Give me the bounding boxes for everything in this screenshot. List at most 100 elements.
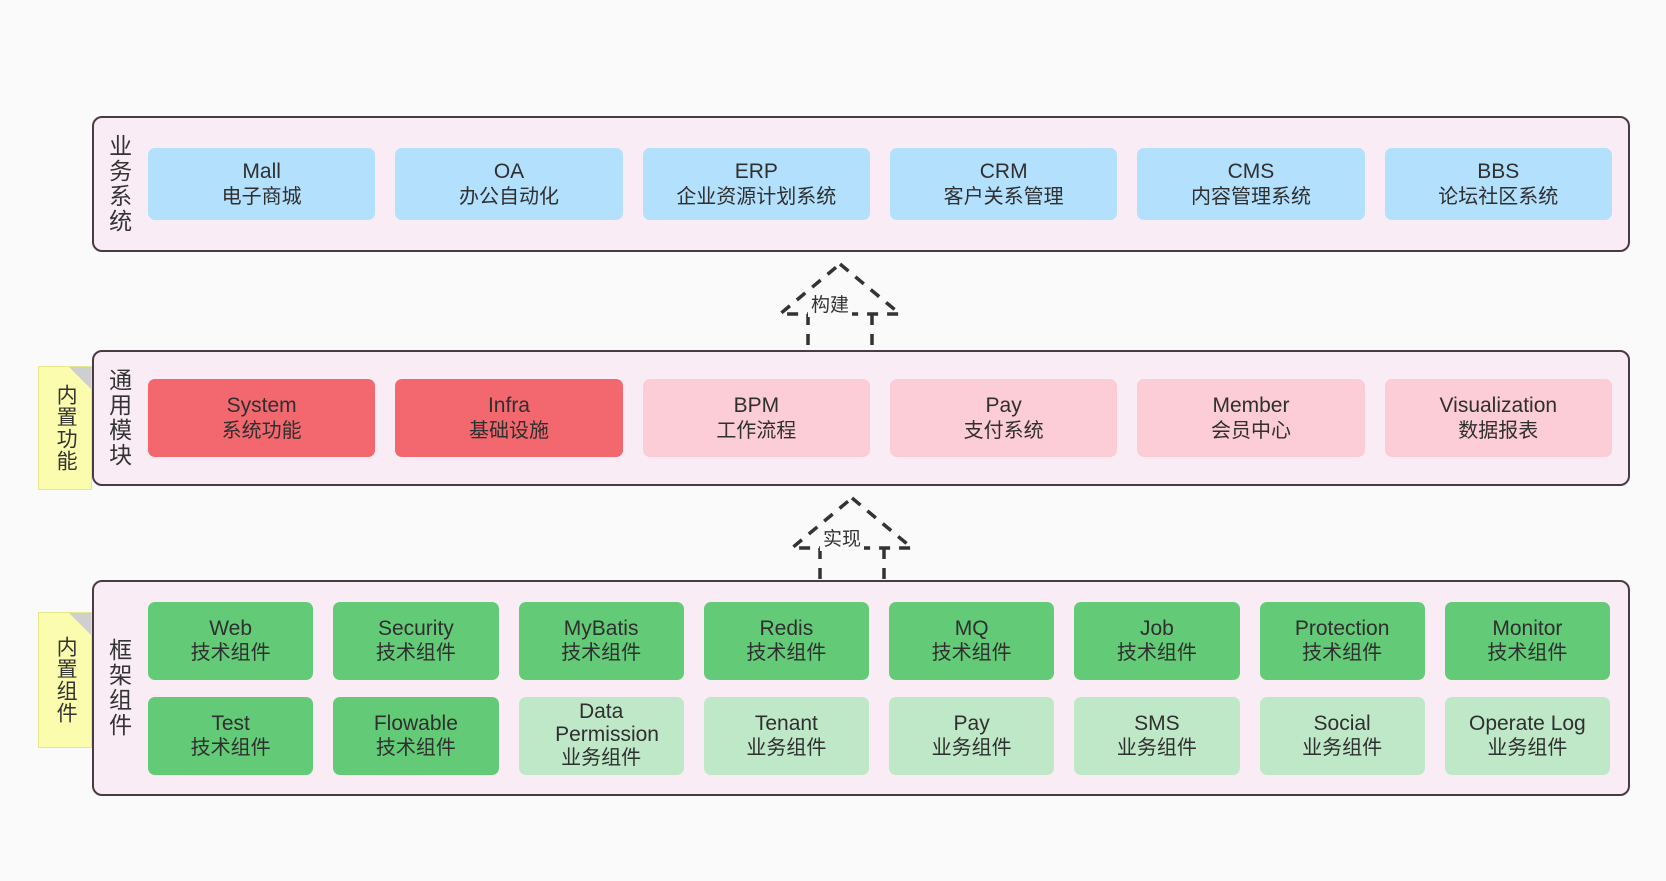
layer-common-module-row: System 系统功能 Infra 基础设施 BPM 工作流程 Pay 支付系统… xyxy=(148,379,1612,457)
node-member-en: Member xyxy=(1212,394,1290,417)
node-redis[interactable]: Redis 技术组件 xyxy=(703,601,869,680)
node-security-en: Security xyxy=(377,616,454,640)
node-flowable-en: Flowable xyxy=(373,711,458,735)
node-data-permission-en: Data Permission xyxy=(555,700,659,747)
note-builtin-component-label: 内置组件 xyxy=(54,636,78,724)
node-tenant-cn: 业务组件 xyxy=(746,737,827,760)
node-cms-cn: 内容管理系统 xyxy=(1190,185,1311,208)
node-mall-en: Mall xyxy=(242,160,281,183)
node-visualization[interactable]: Visualization 数据报表 xyxy=(1384,379,1612,457)
layer-framework-component[interactable]: 框架组件 Web 技术组件 Security 技术组件 MyBatis 技术组件… xyxy=(92,580,1630,796)
node-monitor[interactable]: Monitor 技术组件 xyxy=(1444,601,1610,680)
node-mall[interactable]: Mall 电子商城 xyxy=(148,148,376,220)
node-erp-cn: 企业资源计划系统 xyxy=(676,185,837,208)
node-flowable[interactable]: Flowable 技术组件 xyxy=(333,696,499,775)
layer-common-module[interactable]: 通用模块 System 系统功能 Infra 基础设施 BPM 工作流程 Pay… xyxy=(92,350,1630,486)
node-infra-cn: 基础设施 xyxy=(468,419,549,442)
node-infra-en: Infra xyxy=(487,394,530,417)
framework-row-business: Test 技术组件 Flowable 技术组件 Data Permission … xyxy=(148,696,1610,775)
node-social[interactable]: Social 业务组件 xyxy=(1259,696,1425,775)
layer-business-system-row: Mall 电子商城 OA 办公自动化 ERP 企业资源计划系统 CRM 客户关系… xyxy=(148,148,1612,220)
layer-framework-component-body: Web 技术组件 Security 技术组件 MyBatis 技术组件 Redi… xyxy=(142,582,1628,794)
node-data-permission-cn: 业务组件 xyxy=(561,747,642,770)
node-social-cn: 业务组件 xyxy=(1302,737,1383,760)
framework-row-technical: Web 技术组件 Security 技术组件 MyBatis 技术组件 Redi… xyxy=(148,601,1610,680)
node-web[interactable]: Web 技术组件 xyxy=(148,601,314,680)
layer-common-module-title: 通用模块 xyxy=(105,368,132,468)
node-bpm-cn: 工作流程 xyxy=(716,419,797,442)
node-sms[interactable]: SMS 业务组件 xyxy=(1074,696,1240,775)
node-mall-cn: 电子商城 xyxy=(221,185,302,208)
node-test[interactable]: Test 技术组件 xyxy=(148,696,314,775)
node-redis-en: Redis xyxy=(759,616,814,640)
node-sms-cn: 业务组件 xyxy=(1116,737,1197,760)
node-web-cn: 技术组件 xyxy=(190,642,271,665)
node-cms-en: CMS xyxy=(1227,160,1275,183)
node-oa-cn: 办公自动化 xyxy=(458,185,559,208)
node-erp[interactable]: ERP 企业资源计划系统 xyxy=(642,148,870,220)
node-operate-log[interactable]: Operate Log 业务组件 xyxy=(1444,696,1610,775)
node-mybatis[interactable]: MyBatis 技术组件 xyxy=(518,601,684,680)
connector-implement-label: 实现 xyxy=(820,524,865,551)
node-tenant[interactable]: Tenant 业务组件 xyxy=(703,696,869,775)
node-social-en: Social xyxy=(1313,711,1371,735)
node-system-en: System xyxy=(226,394,297,417)
node-visualization-en: Visualization xyxy=(1439,394,1558,417)
node-crm[interactable]: CRM 客户关系管理 xyxy=(889,148,1118,220)
node-security[interactable]: Security 技术组件 xyxy=(333,601,499,680)
node-job-en: Job xyxy=(1139,616,1174,640)
layer-business-system-title: 业务系统 xyxy=(105,134,132,234)
node-protection-cn: 技术组件 xyxy=(1302,642,1383,665)
node-test-cn: 技术组件 xyxy=(190,737,271,760)
note-fold-corner-icon xyxy=(69,367,91,389)
node-oa-en: OA xyxy=(493,160,525,183)
node-mq-cn: 技术组件 xyxy=(931,642,1012,665)
note-builtin-component[interactable]: 内置组件 xyxy=(38,612,92,748)
node-pay-module-en: Pay xyxy=(985,394,1022,417)
node-mq-en: MQ xyxy=(954,616,989,640)
node-visualization-cn: 数据报表 xyxy=(1458,419,1539,442)
node-operate-log-en: Operate Log xyxy=(1468,711,1586,735)
note-fold-corner-icon xyxy=(69,613,91,635)
node-cms[interactable]: CMS 内容管理系统 xyxy=(1137,148,1365,220)
node-monitor-cn: 技术组件 xyxy=(1487,642,1568,665)
node-bpm-en: BPM xyxy=(733,394,780,417)
node-bbs[interactable]: BBS 论坛社区系统 xyxy=(1384,148,1612,220)
node-monitor-en: Monitor xyxy=(1492,616,1563,640)
node-bpm[interactable]: BPM 工作流程 xyxy=(642,379,870,457)
node-crm-cn: 客户关系管理 xyxy=(943,185,1064,208)
node-system[interactable]: System 系统功能 xyxy=(148,379,376,457)
node-member-cn: 会员中心 xyxy=(1210,419,1291,442)
node-protection[interactable]: Protection 技术组件 xyxy=(1259,601,1425,680)
node-flowable-cn: 技术组件 xyxy=(375,737,456,760)
node-data-permission[interactable]: Data Permission 业务组件 xyxy=(518,696,684,775)
node-erp-en: ERP xyxy=(734,160,778,183)
node-infra[interactable]: Infra 基础设施 xyxy=(395,379,623,457)
node-system-cn: 系统功能 xyxy=(221,419,302,442)
node-security-cn: 技术组件 xyxy=(375,642,456,665)
node-bbs-cn: 论坛社区系统 xyxy=(1438,185,1559,208)
node-sms-en: SMS xyxy=(1134,711,1180,735)
node-member[interactable]: Member 会员中心 xyxy=(1137,379,1365,457)
node-crm-en: CRM xyxy=(979,160,1028,183)
layer-business-system-body: Mall 电子商城 OA 办公自动化 ERP 企业资源计划系统 CRM 客户关系… xyxy=(142,118,1628,250)
note-builtin-function[interactable]: 内置功能 xyxy=(38,366,92,490)
node-redis-cn: 技术组件 xyxy=(746,642,827,665)
node-pay-component-en: Pay xyxy=(953,711,990,735)
connector-implement-arrow-icon xyxy=(787,495,917,588)
node-pay-component[interactable]: Pay 业务组件 xyxy=(889,696,1055,775)
node-oa[interactable]: OA 办公自动化 xyxy=(395,148,623,220)
node-mq[interactable]: MQ 技术组件 xyxy=(889,601,1055,680)
node-mybatis-en: MyBatis xyxy=(563,616,639,640)
node-protection-en: Protection xyxy=(1294,616,1390,640)
node-mybatis-cn: 技术组件 xyxy=(561,642,642,665)
connector-build-arrow-icon xyxy=(775,261,905,354)
node-tenant-en: Tenant xyxy=(754,711,818,735)
node-job-cn: 技术组件 xyxy=(1116,642,1197,665)
node-pay-module[interactable]: Pay 支付系统 xyxy=(889,379,1118,457)
node-job[interactable]: Job 技术组件 xyxy=(1074,601,1240,680)
node-operate-log-cn: 业务组件 xyxy=(1487,737,1568,760)
layer-framework-component-title: 框架组件 xyxy=(105,638,132,738)
layer-business-system[interactable]: 业务系统 Mall 电子商城 OA 办公自动化 ERP 企业资源计划系统 CRM… xyxy=(92,116,1630,252)
